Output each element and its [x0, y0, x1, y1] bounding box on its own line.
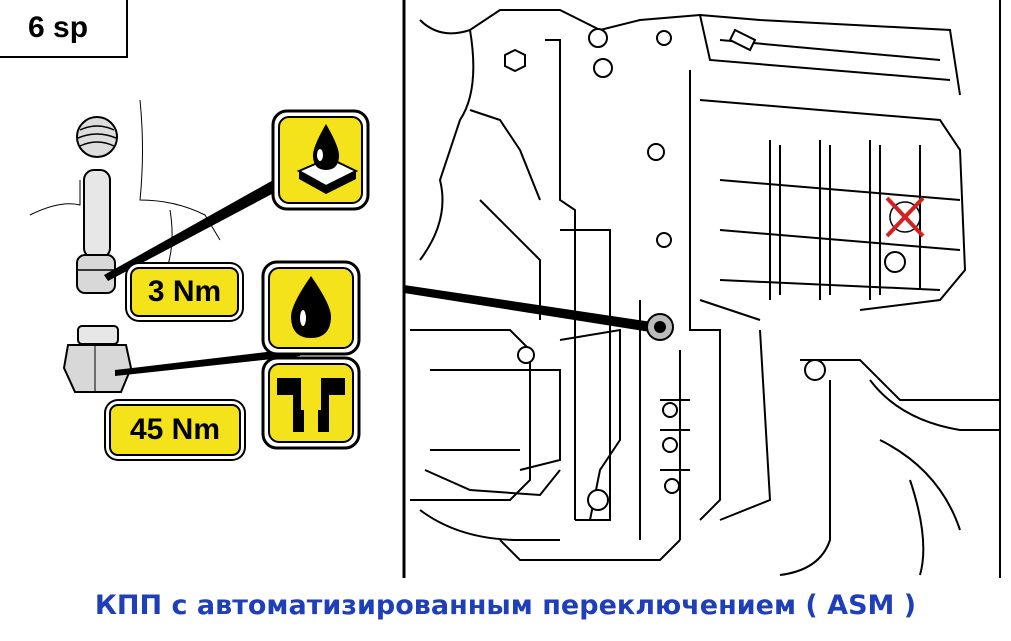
- leader-small-bolt: [104, 165, 302, 281]
- transmission-drawing: [410, 9, 1000, 576]
- sealant-drop-symbol: [271, 109, 370, 211]
- page-caption: КПП с автоматизированным переключением (…: [94, 590, 917, 621]
- torque-label-drain-plug: 45 Nm: [109, 404, 241, 456]
- transmission-bolts: [504, 28, 906, 511]
- small-bolt: [76, 116, 118, 294]
- oil-drop-symbol: [261, 260, 361, 356]
- torque-label-small-bolt: 3 Nm: [130, 267, 239, 317]
- leader-transmission: [404, 285, 652, 332]
- target-bolt: [646, 313, 674, 341]
- leader-drain-plug: [115, 348, 300, 376]
- seal-washer-symbol: [261, 356, 361, 450]
- gearbox-label: 6 sp: [0, 0, 128, 58]
- drain-plug: [62, 325, 133, 393]
- left-panel-sketch: [29, 99, 221, 266]
- cross-marker-icon: [885, 196, 925, 238]
